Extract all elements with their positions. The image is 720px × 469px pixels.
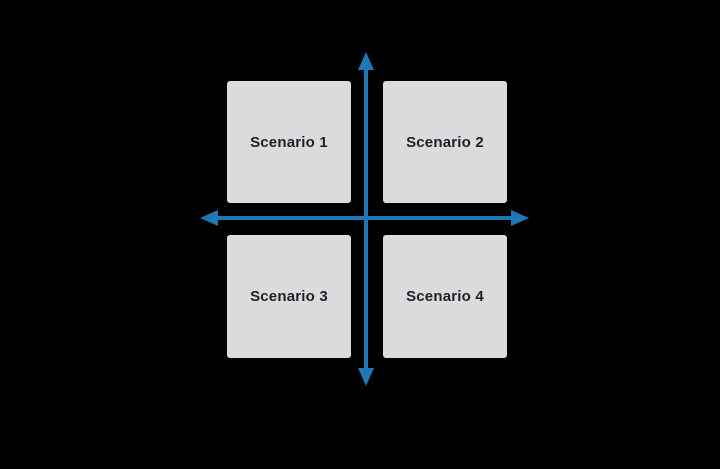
quadrant-label: Scenario 1: [250, 133, 328, 151]
quadrant-scenario-1: Scenario 1: [227, 81, 351, 203]
horizontal-axis-arrow-icon: [200, 210, 529, 226]
vertical-axis-arrowhead-bottom: [358, 368, 374, 386]
quadrant-scenario-4: Scenario 4: [383, 235, 507, 358]
vertical-axis-arrowhead-top: [358, 52, 374, 70]
quadrant-scenario-3: Scenario 3: [227, 235, 351, 358]
horizontal-axis-arrowhead-right: [511, 210, 529, 226]
quadrant-label: Scenario 2: [406, 133, 484, 151]
quadrant-label: Scenario 3: [250, 288, 328, 305]
quadrant-label: Scenario 4: [406, 288, 484, 305]
horizontal-axis-arrowhead-left: [200, 210, 218, 226]
quadrant-scenario-2: Scenario 2: [383, 81, 507, 203]
